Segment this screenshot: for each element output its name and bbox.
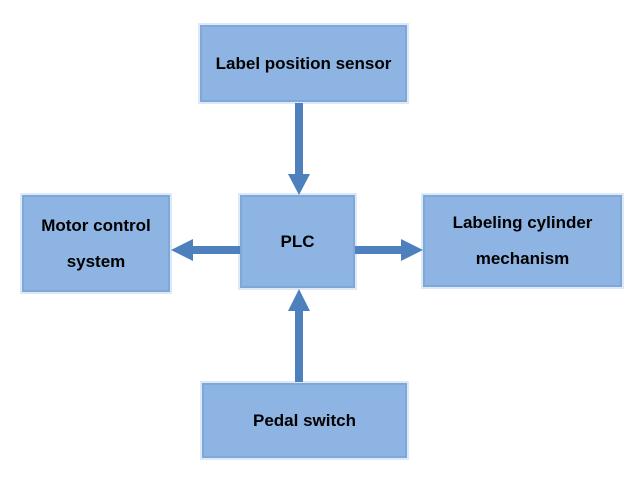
node-motor-control-system: Motor control system: [22, 195, 170, 292]
node-label-position-sensor-label: Label position sensor: [215, 53, 392, 73]
node-pedal-switch-label: Pedal switch: [253, 410, 356, 430]
arrow-plc-to-cylinder-icon: [355, 239, 423, 261]
node-plc-label: PLC: [280, 231, 315, 251]
node-label-position-sensor: Label position sensor: [200, 25, 407, 102]
arrow-pedal-to-plc-icon: [288, 289, 310, 382]
arrow-sensor-to-plc-icon: [288, 103, 310, 195]
node-pedal-switch: Pedal switch: [202, 383, 407, 458]
node-labeling-cylinder-mechanism: Labeling cylinder mechanism: [423, 195, 622, 287]
node-plc: PLC: [240, 195, 355, 288]
node-motor-control-system-label: Motor control system: [41, 215, 151, 271]
node-labeling-cylinder-mechanism-label: Labeling cylinder mechanism: [452, 213, 593, 268]
arrow-plc-to-motor-icon: [171, 239, 240, 261]
